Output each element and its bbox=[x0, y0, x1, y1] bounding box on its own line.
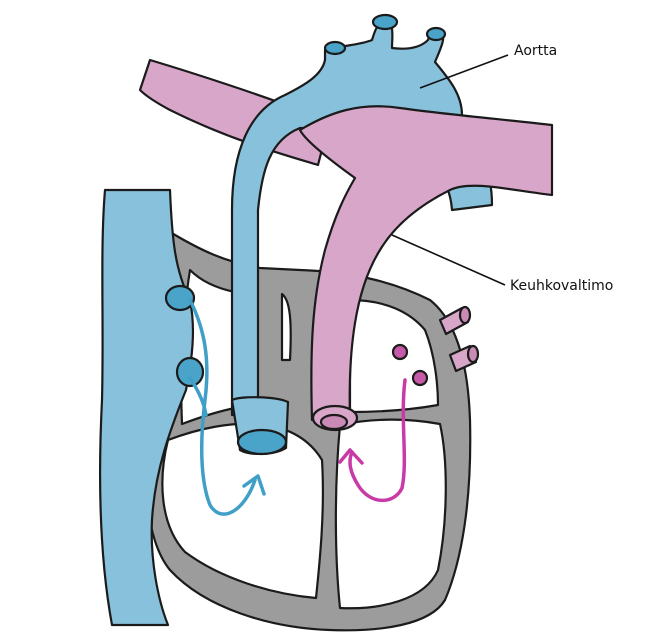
pulmonary-artery-leader-line bbox=[392, 235, 505, 285]
heart-wall bbox=[147, 232, 471, 630]
aorta-label: Aortta bbox=[514, 43, 557, 59]
pulmonary-artery-label: Keuhkovaltimo bbox=[510, 278, 613, 294]
left-ventricle bbox=[336, 420, 446, 609]
